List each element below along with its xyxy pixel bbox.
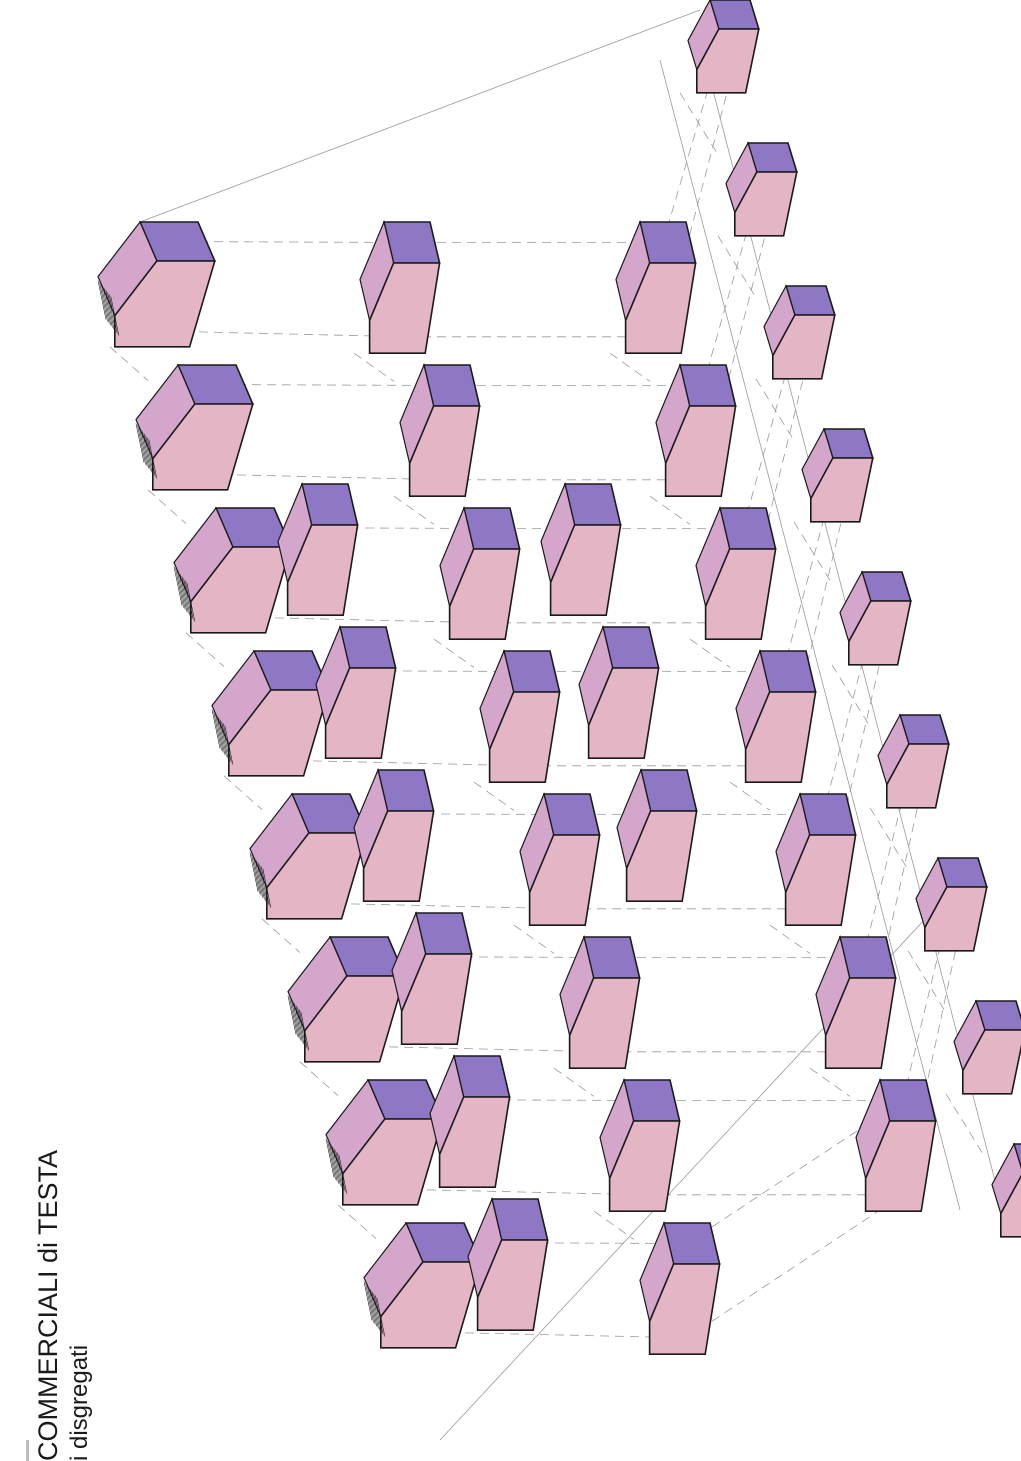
guide-line <box>354 353 394 381</box>
volume-block <box>98 222 215 347</box>
guide-line <box>514 925 554 953</box>
volume-block <box>278 484 358 615</box>
volume-block <box>726 143 797 236</box>
guide-line <box>594 1211 634 1239</box>
volume-block <box>316 627 396 758</box>
volume-block <box>520 794 600 925</box>
guide-line <box>680 93 718 155</box>
volume-block <box>136 365 253 490</box>
volume-block <box>392 913 472 1044</box>
volume-blocks <box>98 0 1021 1354</box>
volume-block <box>174 508 291 633</box>
guide-line <box>434 639 474 667</box>
guide-line <box>224 776 262 810</box>
volume-block <box>250 794 367 919</box>
volume-block <box>764 286 835 379</box>
volume-block <box>736 651 816 782</box>
volume-block <box>816 937 896 1068</box>
volume-block <box>326 1080 443 1205</box>
volume-block <box>600 1080 680 1211</box>
volume-block <box>776 794 856 925</box>
volume-block <box>354 770 434 901</box>
guide-line <box>186 633 224 667</box>
guide-line <box>870 808 908 870</box>
volume-block <box>640 1223 720 1354</box>
volume-block <box>541 484 621 615</box>
volume-block <box>656 365 736 496</box>
guide-line <box>148 490 186 524</box>
guide-line <box>338 1205 376 1239</box>
volume-block <box>802 429 873 522</box>
volume-block <box>992 1144 1021 1237</box>
volume-block <box>617 770 697 901</box>
volume-block <box>954 1001 1021 1094</box>
guide-line <box>300 1062 338 1096</box>
volume-block <box>840 572 911 665</box>
volume-block <box>440 508 520 639</box>
guide-line <box>690 639 730 667</box>
volume-block <box>560 937 640 1068</box>
volume-block <box>688 0 759 93</box>
volume-block <box>696 508 776 639</box>
volume-block <box>468 1199 548 1330</box>
guide-line <box>756 379 794 441</box>
guide-line <box>718 236 756 298</box>
volume-block <box>400 365 480 496</box>
guide-line <box>474 782 514 810</box>
volume-block <box>856 1080 936 1211</box>
guide-line <box>794 522 832 584</box>
guide-line <box>908 951 946 1013</box>
guide-line <box>650 496 690 524</box>
volume-block <box>616 222 696 353</box>
guide-line <box>554 1068 594 1096</box>
volume-block <box>480 651 560 782</box>
volume-block <box>916 858 987 951</box>
volume-block <box>212 651 329 776</box>
volume-block <box>364 1223 481 1348</box>
guide-line <box>810 1068 850 1096</box>
guide-line <box>110 347 148 381</box>
volume-block <box>579 627 659 758</box>
volume-block <box>878 715 949 808</box>
guide-line <box>730 782 770 810</box>
guide-line <box>262 919 300 953</box>
volume-block <box>288 937 405 1062</box>
guide-line <box>610 353 650 381</box>
guide-line <box>770 925 810 953</box>
volume-block <box>360 222 440 353</box>
guide-line <box>140 10 700 222</box>
guide-line <box>394 496 434 524</box>
guide-line <box>946 1094 984 1156</box>
volume-block <box>430 1056 510 1187</box>
